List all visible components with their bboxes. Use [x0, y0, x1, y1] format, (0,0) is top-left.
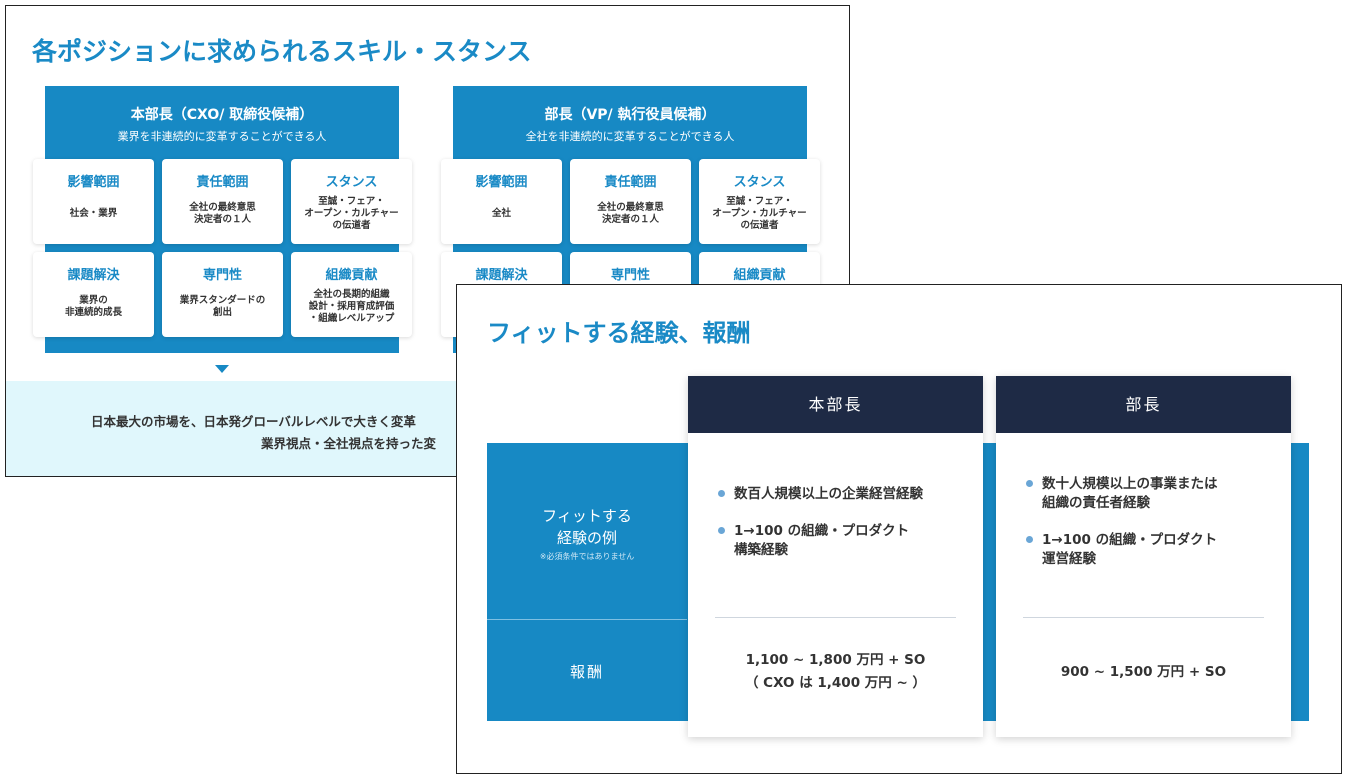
- skill-card-title: 責任範囲: [196, 175, 249, 190]
- bullet-icon: [718, 490, 725, 497]
- skill-card-body: 全社: [491, 208, 511, 219]
- skill-card: スタンス 至誠・フェア・ オープン・カルチャー の伝道者: [291, 159, 412, 244]
- experience-item: 1→100 の組織・プロダクト 構築経験: [718, 522, 963, 560]
- row-label-experience: フィットする 経験の例 ※必須条件ではありません: [487, 505, 687, 562]
- skill-card-body: 至誠・フェア・ オープン・カルチャー の伝道者: [304, 196, 399, 231]
- bullet-icon: [718, 527, 725, 534]
- slide-title: 各ポジションに求められるスキル・スタンス: [32, 37, 532, 66]
- position-heading: 本部長（CXO/ 取締役候補）: [130, 107, 314, 123]
- skill-card-title: スタンス: [325, 175, 378, 190]
- skill-card-title: 課題解決: [67, 268, 120, 283]
- skill-card-title: スタンス: [733, 175, 786, 190]
- summary-text: 日本最大の市場を、日本発グローバルレベルで大きく変革 業界視点・全社視点を持った…: [91, 411, 436, 455]
- position-subtitle: 業界を非連続的に変革することができる人: [117, 130, 327, 143]
- skill-card-body: 業界の 非連続的成長: [64, 295, 122, 318]
- skill-card-title: 責任範囲: [604, 175, 657, 190]
- skill-card: 影響範囲 全社: [441, 159, 562, 244]
- skill-card-body: 全社の長期的組織 設計・採用育成評価 ・組織レベルアップ: [308, 289, 395, 324]
- skill-card-title: 影響範囲: [67, 175, 120, 190]
- divider: [1023, 617, 1264, 618]
- summary-line-2: 業界視点・全社視点を持った変: [261, 436, 437, 451]
- skill-card-body: 社会・業界: [69, 208, 118, 219]
- skill-card-body: 至誠・フェア・ オープン・カルチャー の伝道者: [712, 196, 807, 231]
- experience-label: フィットする 経験の例: [542, 507, 632, 547]
- bullet-icon: [1026, 536, 1033, 543]
- skill-card-body: 業界スタンダードの 創出: [179, 295, 266, 318]
- column-header: 部長: [996, 376, 1291, 433]
- skill-card-body: 全社の最終意思 決定者の１人: [597, 202, 664, 225]
- position-subtitle: 全社を非連続的に変革することができる人: [525, 130, 735, 143]
- skill-card-title: 影響範囲: [475, 175, 528, 190]
- skill-card: スタンス 至誠・フェア・ オープン・カルチャー の伝道者: [699, 159, 820, 244]
- column-header: 本部長: [688, 376, 983, 433]
- position-heading: 部長（VP/ 執行役員候補）: [544, 107, 716, 123]
- slide-experience-pay: フィットする経験、報酬 フィットする 経験の例 ※必須条件ではありません 報酬 …: [456, 284, 1342, 774]
- experience-item: 1→100 の組織・プロダクト 運営経験: [1026, 531, 1271, 569]
- skill-card: 責任範囲 全社の最終意思 決定者の１人: [570, 159, 691, 244]
- skill-card: 責任範囲 全社の最終意思 決定者の１人: [162, 159, 283, 244]
- skill-card: 課題解決 業界の 非連続的成長: [33, 252, 154, 337]
- experience-item: 数十人規模以上の事業または 組織の責任者経験: [1026, 475, 1271, 513]
- skill-card-title: 専門性: [610, 268, 650, 283]
- skill-card-title: 組織貢献: [325, 268, 378, 283]
- position-column: 部長 数十人規模以上の事業または 組織の責任者経験 1→100 の組織・プロダクト…: [996, 376, 1291, 737]
- skill-card-title: 専門性: [202, 268, 242, 283]
- skill-card-title: 組織貢献: [733, 268, 786, 283]
- pay-line-2: （ CXO は 1,400 万円 ~ ）: [744, 675, 927, 691]
- skill-card-body: 全社の最終意思 決定者の１人: [189, 202, 256, 225]
- position-column: 本部長 数百人規模以上の企業経営経験 1→100 の組織・プロダクト 構築経験 1,…: [688, 376, 983, 737]
- bullet-icon: [1026, 480, 1033, 487]
- summary-line-1: 日本最大の市場を、日本発グローバルレベルで大きく変革: [91, 414, 416, 429]
- pay-line-1: 1,100 ~ 1,800 万円 + SO: [745, 652, 926, 668]
- skill-card: 影響範囲 社会・業界: [33, 159, 154, 244]
- pay-range: 1,100 ~ 1,800 万円 + SO （ CXO は 1,400 万円 ~ …: [688, 649, 983, 695]
- row-label-pay: 報酬: [569, 663, 604, 681]
- down-arrow-icon: [215, 365, 229, 373]
- row-divider: [487, 619, 687, 620]
- slide-title: フィットする経験、報酬: [487, 319, 751, 347]
- skill-card-title: 課題解決: [475, 268, 528, 283]
- pay-range: 900 ~ 1,500 万円 + SO: [1060, 664, 1227, 680]
- skill-card: 専門性 業界スタンダードの 創出: [162, 252, 283, 337]
- experience-item: 数百人規模以上の企業経営経験: [718, 485, 963, 504]
- experience-note: ※必須条件ではありません: [539, 552, 635, 561]
- skill-card: 組織貢献 全社の長期的組織 設計・採用育成評価 ・組織レベルアップ: [291, 252, 412, 337]
- divider: [715, 617, 956, 618]
